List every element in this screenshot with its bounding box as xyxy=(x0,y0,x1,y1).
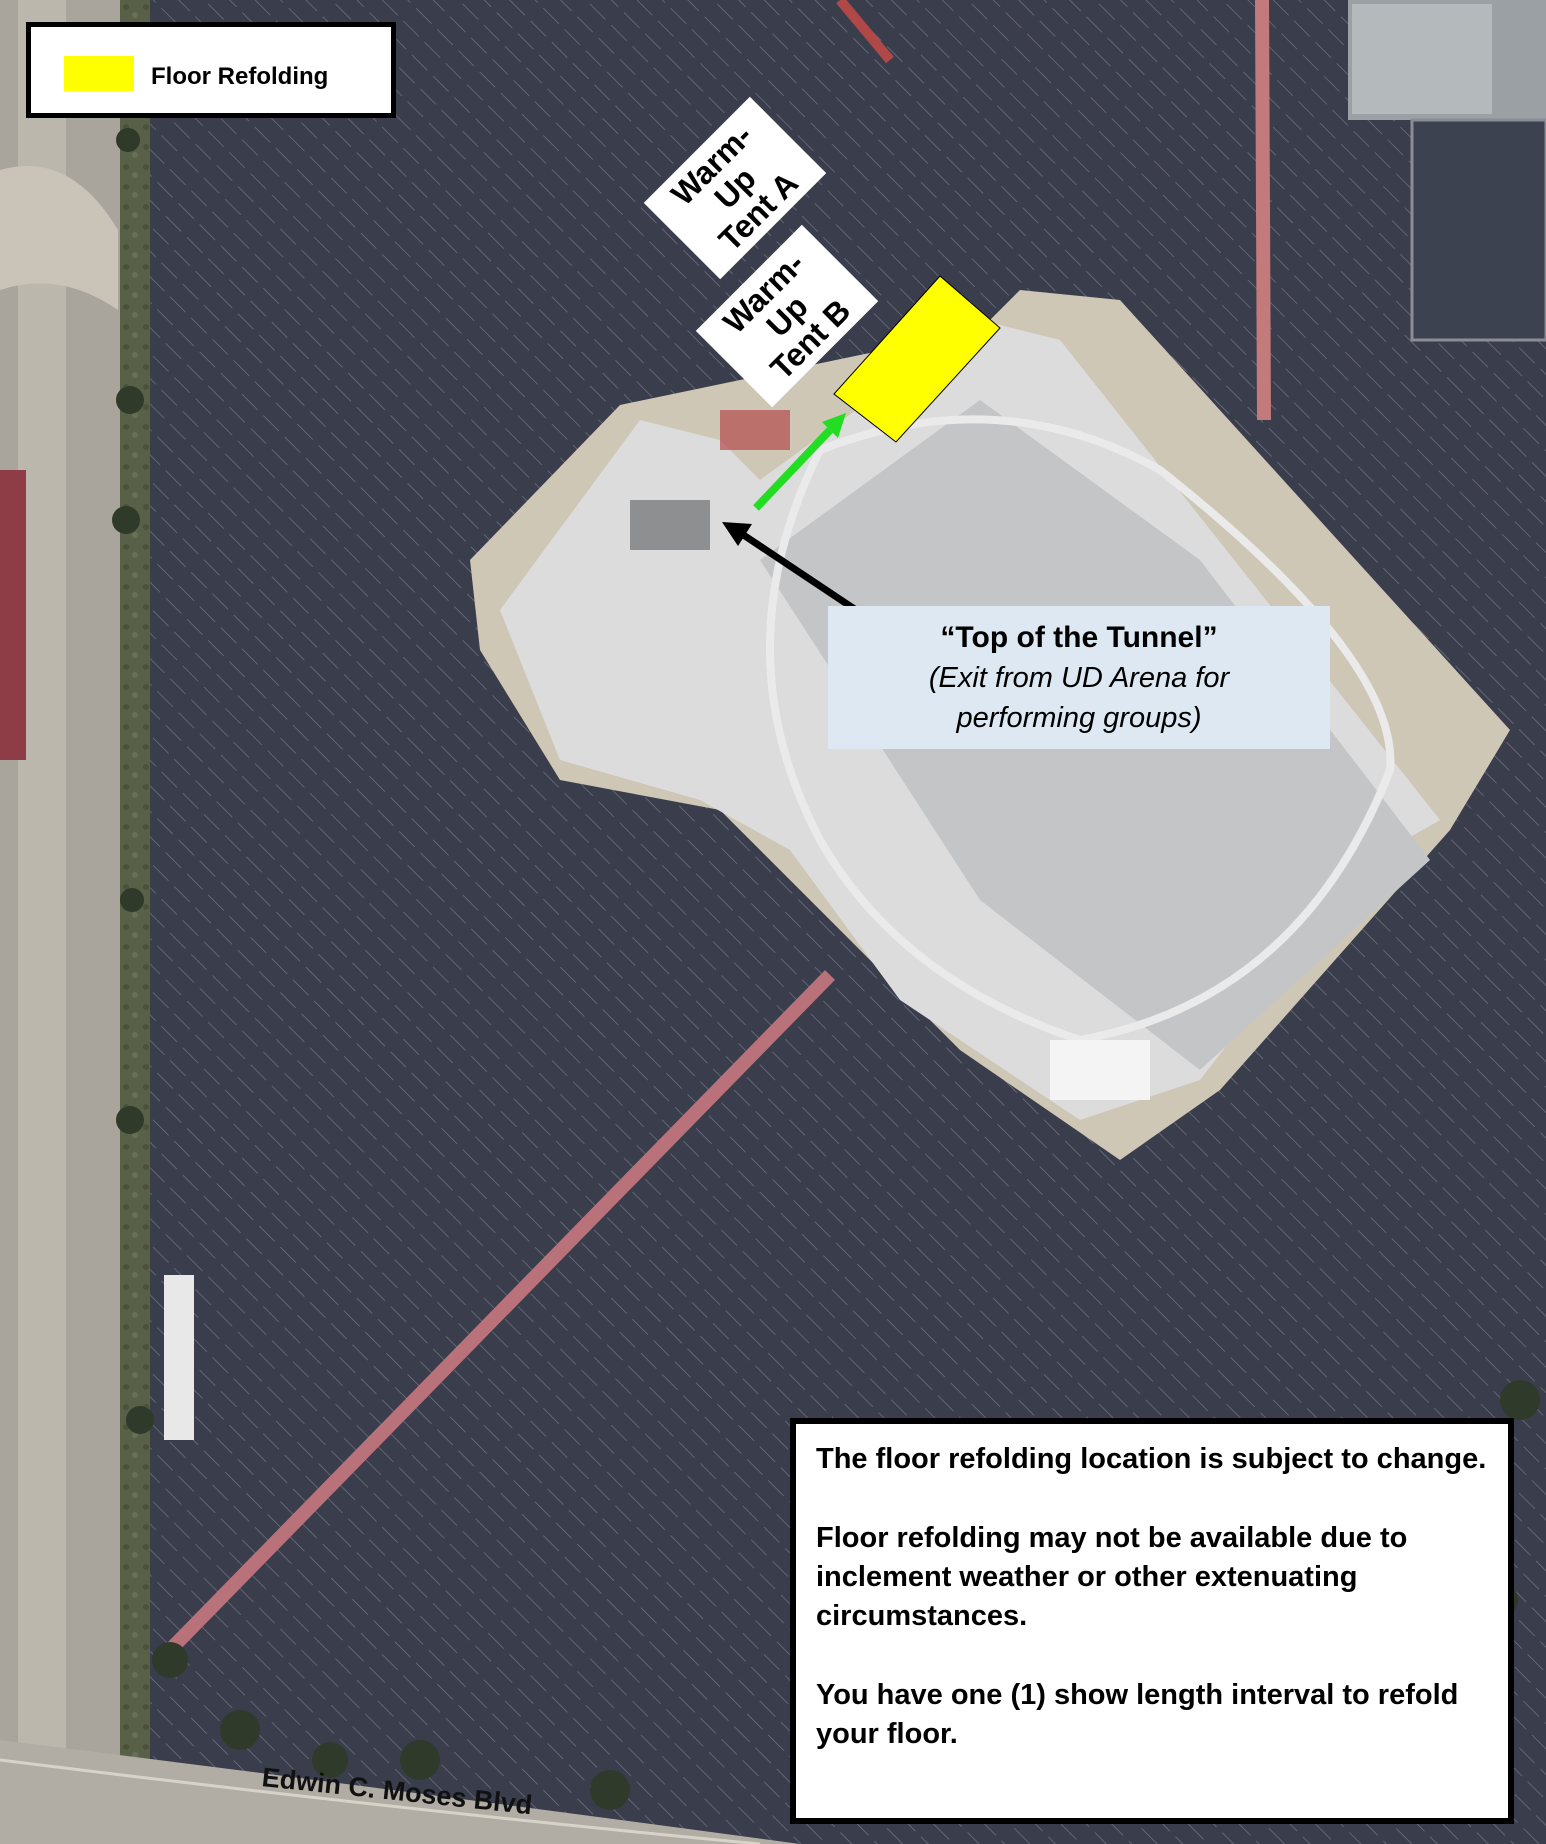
tree-line xyxy=(112,128,1540,1810)
note-interval: You have one (1) show length interval to… xyxy=(816,1679,1459,1750)
tunnel-subtitle-line1: (Exit from UD Arena for xyxy=(928,662,1230,694)
note-location-change: The floor refolding location is subject … xyxy=(816,1443,1487,1475)
legend: Floor Refolding xyxy=(26,22,396,118)
notes-box: The floor refolding location is subject … xyxy=(790,1418,1514,1824)
walkway-diagonal xyxy=(164,970,836,1655)
legend-swatch xyxy=(64,56,134,91)
track-edge xyxy=(0,470,26,760)
legend-label: Floor Refolding xyxy=(151,63,329,90)
curved-path xyxy=(0,166,118,310)
floor-refolding-area xyxy=(833,275,1001,443)
walkway-vertical xyxy=(1255,0,1271,421)
road-left xyxy=(18,0,66,1844)
road-bottom xyxy=(0,1740,800,1844)
tunnel-title: “Top of the Tunnel” xyxy=(940,621,1218,654)
route-arrow-icon xyxy=(753,413,846,511)
tunnel-callout: “Top of the Tunnel” (Exit from UD Arena … xyxy=(828,606,1330,749)
white-tent xyxy=(164,1275,194,1440)
note-weather: Floor refolding may not be available due… xyxy=(816,1522,1408,1632)
pointer-arrow-icon xyxy=(722,522,858,613)
tunnel-subtitle-line2: performing groups) xyxy=(956,702,1202,734)
